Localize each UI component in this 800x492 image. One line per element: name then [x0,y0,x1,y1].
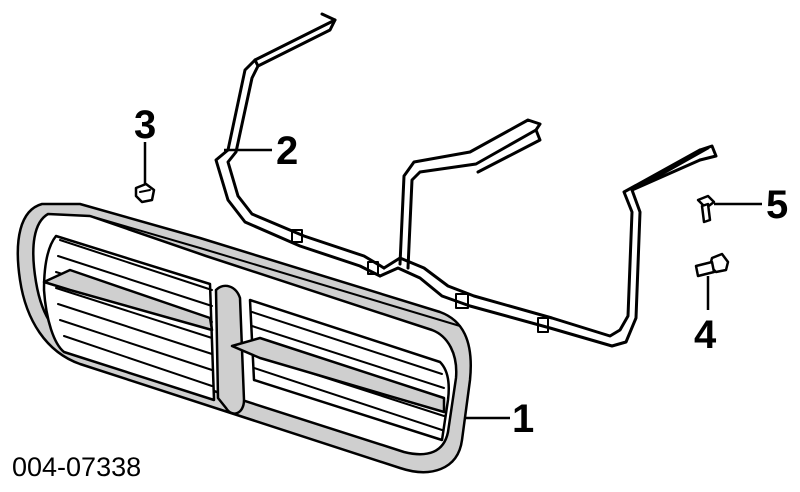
radiator-grille [16,202,472,474]
callout-4: 4 [694,313,717,357]
grille-support-bracket [214,12,718,348]
callout-5: 5 [766,183,788,227]
leader-lines [143,142,762,420]
callout-3: 3 [134,103,156,147]
clip-nut [134,182,156,204]
screw-small [696,194,716,224]
bolt [694,252,730,278]
callout-2: 2 [276,129,298,173]
callout-1: 1 [512,397,534,441]
diagram-part-number: 004-07338 [12,452,141,482]
